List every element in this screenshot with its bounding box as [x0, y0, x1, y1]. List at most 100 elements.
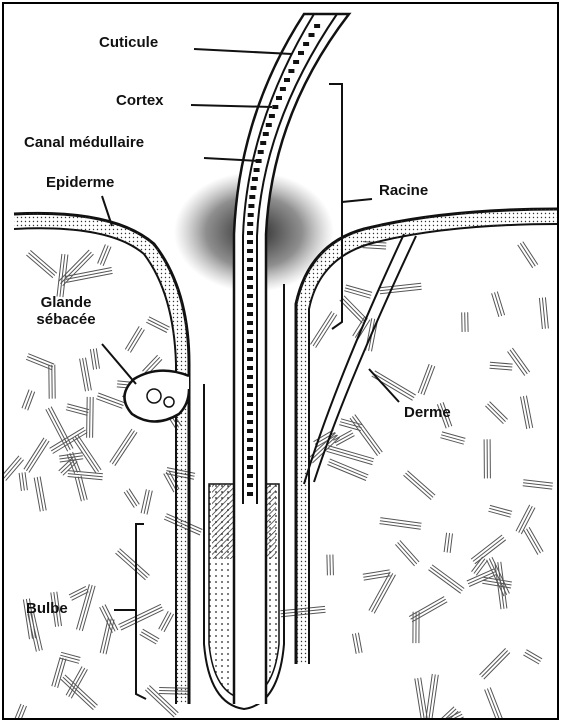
- medulla-dot: [247, 258, 253, 262]
- fiber-stroke: [373, 373, 414, 397]
- fiber-stroke: [380, 521, 421, 527]
- fiber-stroke: [510, 350, 527, 374]
- fiber-stroke: [346, 285, 372, 292]
- label-derme: Derme: [404, 404, 451, 421]
- fiber-stroke: [327, 555, 328, 576]
- fiber-stroke: [328, 446, 374, 459]
- fiber-stroke: [342, 298, 365, 321]
- fiber-stroke: [118, 551, 148, 578]
- fiber-stroke: [490, 687, 507, 720]
- medulla-dot: [247, 447, 253, 451]
- sebaceous-gland: [124, 371, 189, 422]
- fiber-stroke: [93, 397, 94, 438]
- fiber-stroke: [521, 397, 527, 429]
- medulla-dot: [314, 24, 320, 28]
- fiber-stroke: [90, 397, 91, 438]
- fiber-stroke: [68, 477, 103, 480]
- medulla-dot: [247, 393, 253, 397]
- fiber-stroke: [87, 397, 88, 438]
- fiber-stroke: [22, 390, 29, 409]
- fiber-stroke: [442, 432, 465, 439]
- fiber-stroke: [518, 245, 533, 268]
- fiber-stroke: [143, 355, 158, 371]
- medulla-dot: [247, 420, 253, 424]
- fiber-stroke: [75, 477, 81, 501]
- label-canal-medullaire: Canal médullaire: [24, 134, 144, 151]
- medulla-dot: [247, 483, 253, 487]
- fiber-stroke: [418, 678, 425, 720]
- fiber-stroke: [80, 359, 86, 392]
- fiber-stroke: [141, 489, 146, 513]
- epidermis-left-band: [14, 213, 189, 704]
- fiber-stroke: [438, 709, 456, 720]
- fiber-stroke: [66, 667, 82, 696]
- fiber-stroke: [545, 297, 548, 328]
- medulla-dot: [247, 456, 253, 460]
- medulla-dot: [247, 429, 253, 433]
- medulla-dot: [247, 375, 253, 379]
- fiber-stroke: [441, 435, 464, 442]
- fiber-stroke: [495, 292, 502, 316]
- fiber-stroke: [527, 529, 541, 553]
- medulla-dot: [247, 285, 253, 289]
- fiber-stroke: [526, 396, 532, 428]
- fiber-stroke: [490, 362, 513, 364]
- medulla-dot: [247, 267, 253, 271]
- fiber-stroke: [83, 358, 89, 391]
- fiber-stroke: [128, 328, 142, 351]
- fiber-stroke: [67, 404, 89, 410]
- fiber-stroke: [516, 505, 530, 531]
- medulla-dot: [303, 42, 309, 46]
- fiber-stroke: [523, 486, 553, 489]
- label-bulbe: Bulbe: [26, 600, 68, 617]
- fiber-stroke: [327, 451, 373, 464]
- fiber-stroke: [67, 407, 89, 413]
- medulla-dot: [247, 348, 253, 352]
- fiber-stroke: [440, 438, 463, 445]
- label-glande-line2: sébacée: [36, 311, 95, 328]
- medulla-dot: [248, 204, 254, 208]
- fiber-stroke: [313, 313, 334, 346]
- fiber-stroke: [395, 544, 414, 566]
- medulla-dot: [247, 312, 253, 316]
- medulla-dot: [254, 168, 260, 172]
- fiber-stroke: [380, 518, 421, 524]
- fiber-stroke: [490, 368, 513, 370]
- medulla-dot: [309, 33, 315, 37]
- fiber-stroke: [93, 349, 96, 369]
- fiber-stroke: [149, 686, 178, 713]
- medulla-dot: [247, 303, 253, 307]
- fiber-stroke: [512, 348, 529, 372]
- fiber-stroke: [355, 415, 383, 453]
- fiber-stroke: [521, 508, 535, 534]
- fiber-stroke: [330, 555, 331, 576]
- fiber-stroke: [429, 674, 436, 720]
- fiber-stroke: [22, 473, 24, 491]
- fiber-stroke: [473, 537, 504, 561]
- medulla-dot: [247, 240, 253, 244]
- epidermis-right-inner: [309, 224, 559, 664]
- fiber-stroke: [430, 567, 462, 591]
- fiber-stroke: [28, 392, 35, 411]
- fiber-stroke: [48, 408, 70, 450]
- medulla-dot: [247, 357, 253, 361]
- medulla-dot: [269, 114, 275, 118]
- medulla-dot: [247, 321, 253, 325]
- fiber-stroke: [497, 292, 504, 316]
- fiber-stroke: [25, 472, 27, 490]
- fiber-stroke: [421, 365, 432, 394]
- fiber-stroke: [418, 364, 429, 393]
- medulla-dot: [276, 96, 282, 100]
- fiber-stroke: [51, 407, 73, 449]
- medulla-dot: [251, 186, 257, 190]
- fiber-stroke: [120, 549, 150, 576]
- fiber-stroke: [6, 460, 24, 481]
- medulla-dot: [248, 213, 254, 217]
- fiber-stroke: [78, 435, 102, 470]
- fiber-stroke: [46, 409, 68, 451]
- fiber-stroke: [398, 542, 417, 564]
- medulla-dot: [247, 465, 253, 469]
- fiber-stroke: [485, 406, 503, 424]
- fiber-stroke: [25, 391, 32, 410]
